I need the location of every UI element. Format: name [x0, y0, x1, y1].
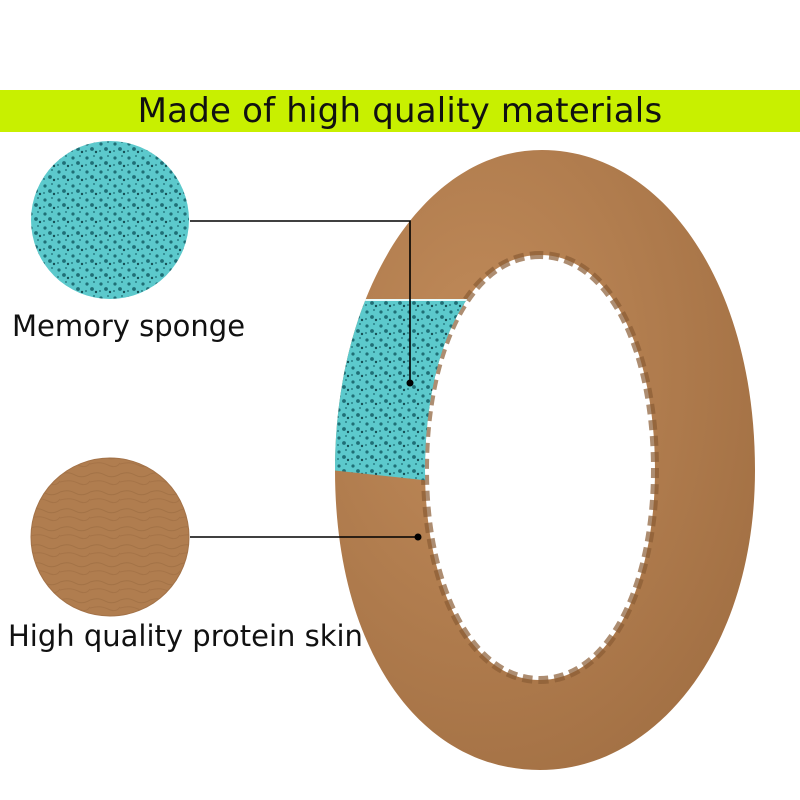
- skin-leader-line: [190, 533, 422, 541]
- skin-pointer-dot: [414, 533, 422, 541]
- protein-skin-swatch: [30, 457, 190, 617]
- sponge-leader-line: [190, 220, 414, 387]
- sponge-pointer-dot: [406, 379, 414, 387]
- ear-pad: [335, 150, 755, 770]
- headline-title: Made of high quality materials: [137, 91, 663, 131]
- memory-sponge-swatch: [31, 141, 189, 299]
- protein-skin-label: High quality protein skin: [8, 619, 363, 653]
- headline-banner: Made of high quality materials: [0, 90, 800, 132]
- memory-sponge-label: Memory sponge: [12, 309, 246, 343]
